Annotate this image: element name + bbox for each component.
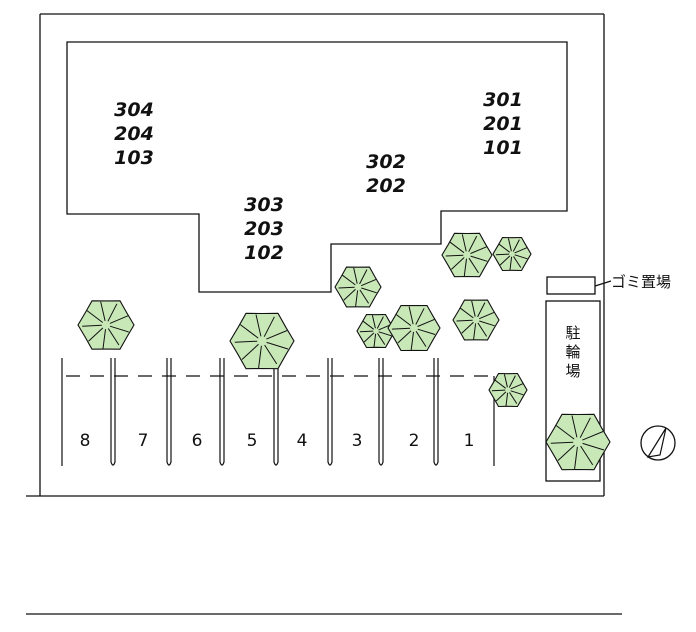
tree <box>387 304 441 352</box>
tree <box>334 266 382 308</box>
parking-divider <box>166 358 172 466</box>
unit-label: 203 <box>244 218 284 240</box>
unit-label: 301 <box>483 89 523 111</box>
tree <box>488 372 528 408</box>
tree <box>77 300 135 350</box>
bicycle-label-char: 場 <box>565 362 580 380</box>
bicycle-label-char: 輪 <box>565 343 580 361</box>
unit-labels: 304 204 103 303 203 102 302 202 301 201 … <box>114 89 523 264</box>
parking-space-number: 6 <box>192 431 203 451</box>
unit-label: 202 <box>366 175 406 197</box>
tree <box>356 313 396 349</box>
parking-divider <box>433 358 439 466</box>
parking-space-number: 2 <box>409 431 420 451</box>
parking-space-number: 3 <box>352 431 363 451</box>
parking-space-number: 8 <box>80 431 91 451</box>
parking-space-number: 7 <box>138 431 149 451</box>
tree <box>452 299 500 341</box>
tree <box>492 236 532 272</box>
unit-label: 102 <box>244 242 284 264</box>
tree <box>441 232 493 278</box>
parking-divider <box>327 358 333 466</box>
building-outline <box>66 41 568 293</box>
garbage-leader-line <box>594 280 612 287</box>
trees <box>77 232 611 471</box>
garbage-area-label: ゴミ置場 <box>611 273 671 291</box>
bicycle-parking-label: 駐 輪 場 <box>565 324 580 380</box>
parking-divider <box>378 358 384 466</box>
unit-label: 204 <box>114 123 154 145</box>
parking-divider <box>273 358 279 466</box>
parking-space-number: 1 <box>464 431 475 451</box>
unit-label: 103 <box>114 147 154 169</box>
unit-label: 303 <box>244 194 284 216</box>
unit-label: 302 <box>366 151 406 173</box>
parking-divider <box>219 358 225 466</box>
unit-label: 304 <box>114 99 154 121</box>
parking-space-number: 5 <box>247 431 258 451</box>
north-arrow-icon <box>640 425 676 461</box>
parking-divider <box>110 358 116 466</box>
garbage-area <box>546 276 596 295</box>
parking-numbers: 8 7 6 5 4 3 2 1 <box>80 431 475 451</box>
tree <box>545 413 611 471</box>
parking-dividers <box>61 358 495 466</box>
bicycle-label-char: 駐 <box>565 324 580 342</box>
tree <box>229 312 295 370</box>
parking-space-number: 4 <box>297 431 308 451</box>
property-boundary <box>26 13 605 497</box>
unit-label: 101 <box>483 137 523 159</box>
unit-label: 201 <box>483 113 523 135</box>
